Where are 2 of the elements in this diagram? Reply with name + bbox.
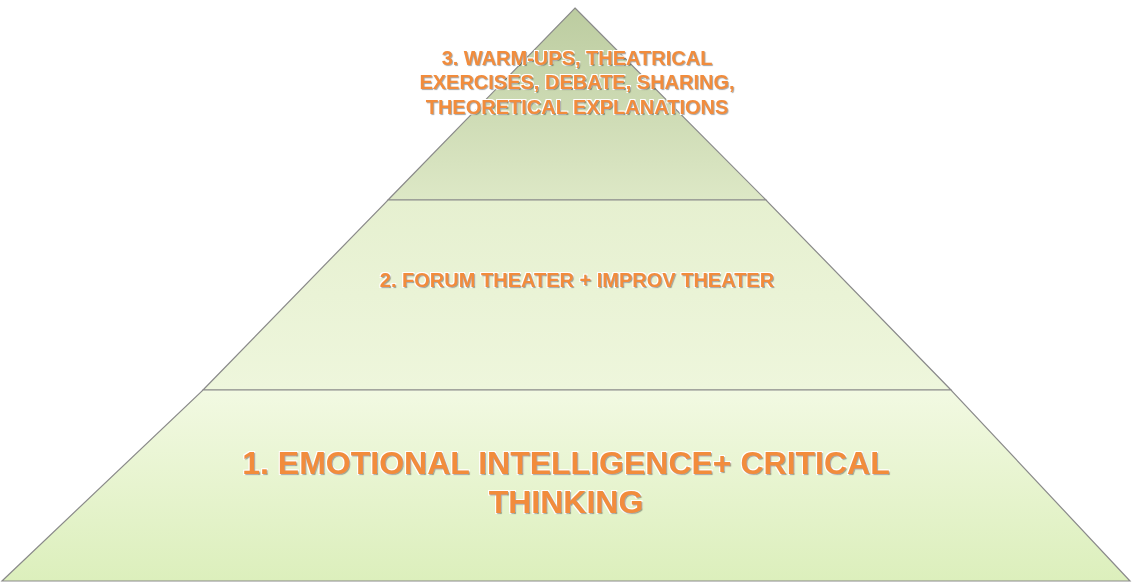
level-label: 2. FORUM THEATER + IMPROV THEATER [378, 268, 776, 293]
level-label: 1. EMOTIONAL INTELLIGENCE+ CRITICAL THINKING [241, 444, 891, 523]
